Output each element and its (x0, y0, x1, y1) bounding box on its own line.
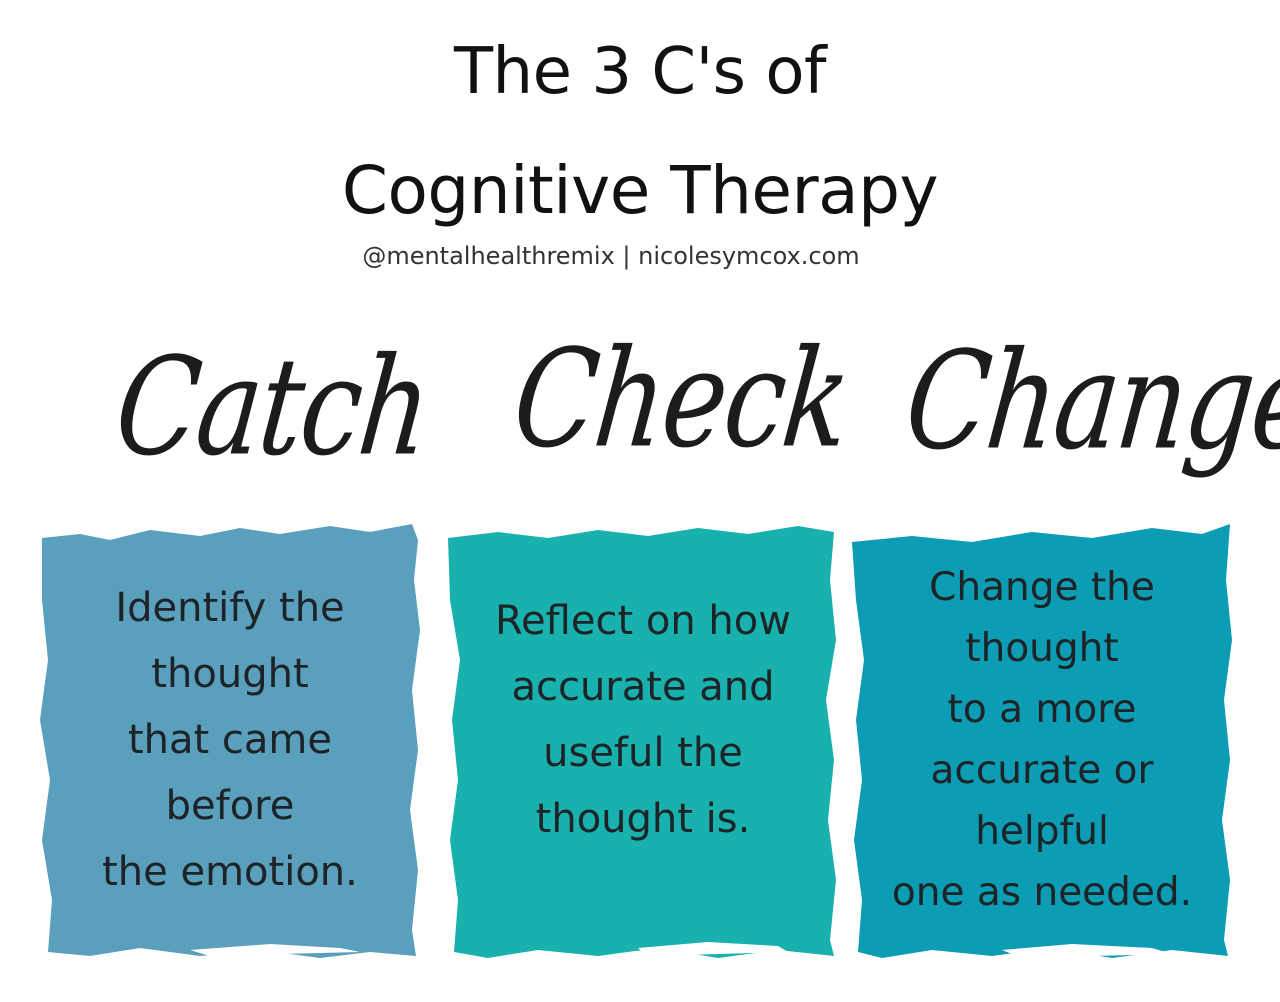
step-card-catch: Identify the thought that came before th… (40, 520, 420, 960)
step-heading-change: Change (898, 323, 1280, 480)
step-card-change: Change the thought to a more accurate or… (852, 520, 1232, 960)
brush-shape (40, 524, 420, 958)
step-description-catch: Identify the thought that came before th… (102, 585, 358, 895)
brush-background (852, 524, 1232, 958)
brush-background (448, 526, 836, 958)
step-card-check: Reflect on how accurate and useful the t… (448, 520, 838, 960)
subtitle-credit: @mentalhealthremix | nicolesymcox.com (362, 242, 860, 270)
brush-background (40, 524, 420, 958)
brush-shape (448, 526, 836, 958)
title-line-2: Cognitive Therapy (341, 152, 939, 229)
brush-shape (852, 524, 1232, 958)
step-heading-check: Check (506, 321, 856, 478)
step-description-change: Change the thought to a more accurate or… (891, 565, 1193, 915)
title-line-1: The 3 C's of (453, 35, 827, 109)
step-heading-catch: Catch (108, 329, 436, 486)
step-description-check: Reflect on how accurate and useful the t… (495, 598, 791, 842)
